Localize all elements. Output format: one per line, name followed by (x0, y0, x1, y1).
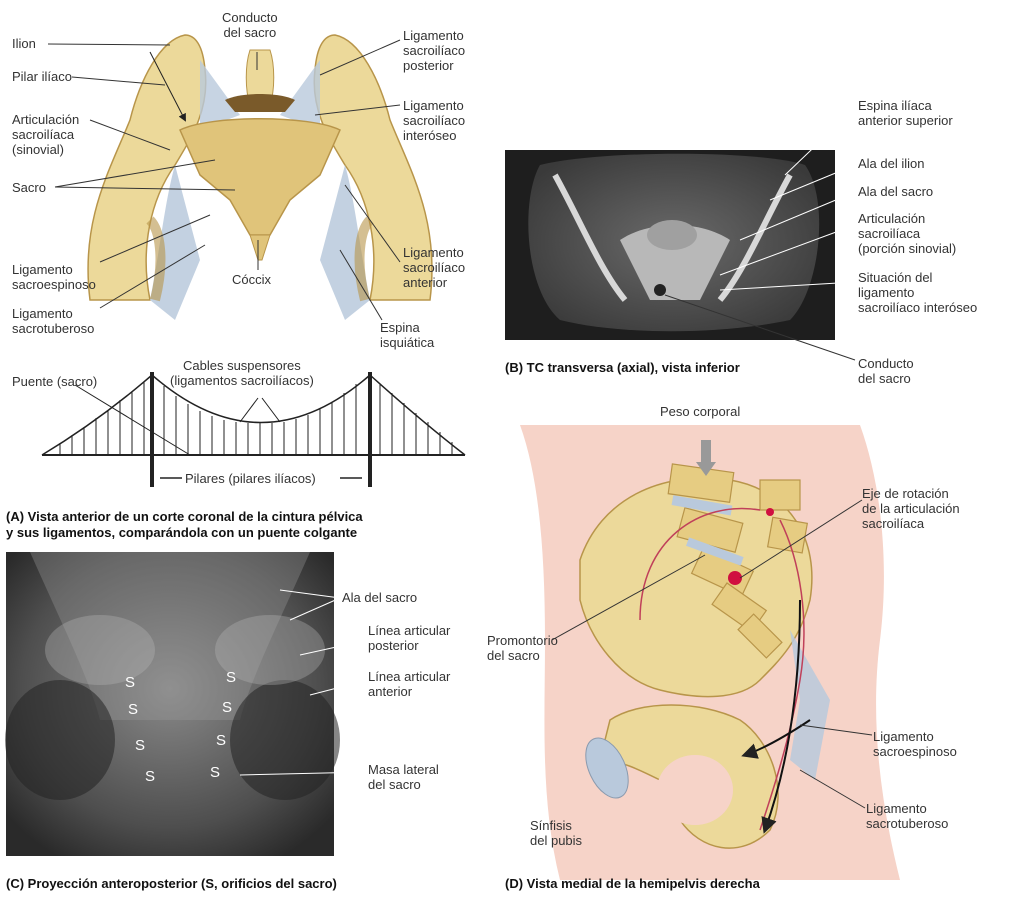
foramen-marker: S (145, 769, 155, 784)
xray-image (5, 552, 368, 856)
caption-b: (B) TC transversa (axial), vista inferio… (505, 360, 740, 376)
label-ala-sacro-c: Ala del sacro (342, 590, 417, 605)
label-promontorio: Promontorio del sacro (487, 633, 558, 663)
label-masa-lateral: Masa lateral del sacro (368, 762, 439, 792)
foramen-marker: S (226, 670, 236, 685)
foramen-marker: S (222, 700, 232, 715)
label-ligamento-anterior: Ligamento sacroilíaco anterior (403, 245, 465, 290)
label-conducto-sacro: Conducto del sacro (222, 10, 278, 40)
caption-a: (A) Vista anterior de un corte coronal d… (6, 509, 363, 541)
label-pilar-iliaco: Pilar ilíaco (12, 69, 72, 84)
label-ligamento-sacroespinoso: Ligamento sacroespinoso (12, 262, 96, 292)
label-eje-rotacion: Eje de rotación de la articulación sacro… (862, 486, 960, 531)
label-ligamento-interoseo: Ligamento sacroilíaco interóseo (403, 98, 465, 143)
label-coccix: Cóccix (232, 272, 271, 287)
label-peso-corporal: Peso corporal (660, 404, 740, 419)
label-ilion: Ilion (12, 36, 36, 51)
label-ligamento-sacrotuberoso-d: Ligamento sacrotuberoso (866, 801, 948, 831)
label-pilares: Pilares (pilares ilíacos) (185, 471, 316, 486)
foramen-marker: S (125, 675, 135, 690)
label-conducto-b: Conducto del sacro (858, 356, 914, 386)
ct-axial-image (505, 108, 855, 360)
foramen-marker: S (128, 702, 138, 717)
label-linea-anterior: Línea articular anterior (368, 669, 450, 699)
label-espina-iliaca: Espina ilíaca anterior superior (858, 98, 953, 128)
caption-c: (C) Proyección anteroposterior (S, orifi… (6, 876, 337, 892)
foramen-marker: S (135, 738, 145, 753)
label-sacro: Sacro (12, 180, 46, 195)
foramen-marker: S (210, 765, 220, 780)
foramen-marker: S (216, 733, 226, 748)
caption-d: (D) Vista medial de la hemipelvis derech… (505, 876, 760, 892)
label-ligamento-posterior: Ligamento sacroilíaco posterior (403, 28, 465, 73)
label-ligamento-sacroespinoso-d: Ligamento sacroespinoso (873, 729, 957, 759)
suspension-bridge-diagram (42, 372, 465, 487)
label-articulacion-sacroiliaca: Articulación sacroilíaca (sinovial) (12, 112, 79, 157)
label-situacion: Situación del ligamento sacroilíaco inte… (858, 270, 977, 315)
label-linea-posterior: Línea articular posterior (368, 623, 450, 653)
label-cables-suspensores: Cables suspensores (ligamentos sacroilía… (170, 358, 314, 388)
label-puente: Puente (sacro) (12, 374, 97, 389)
label-espina-isquiatica: Espina isquiática (380, 320, 434, 350)
label-ala-sacro-b: Ala del sacro (858, 184, 933, 199)
label-articulacion-b: Articulación sacroilíaca (porción sinovi… (858, 211, 956, 256)
hemipelvis-illustration (520, 425, 900, 880)
label-ala-ilion: Ala del ilion (858, 156, 925, 171)
label-sinfisis: Sínfisis del pubis (530, 818, 582, 848)
label-ligamento-sacrotuberoso: Ligamento sacrotuberoso (12, 306, 94, 336)
